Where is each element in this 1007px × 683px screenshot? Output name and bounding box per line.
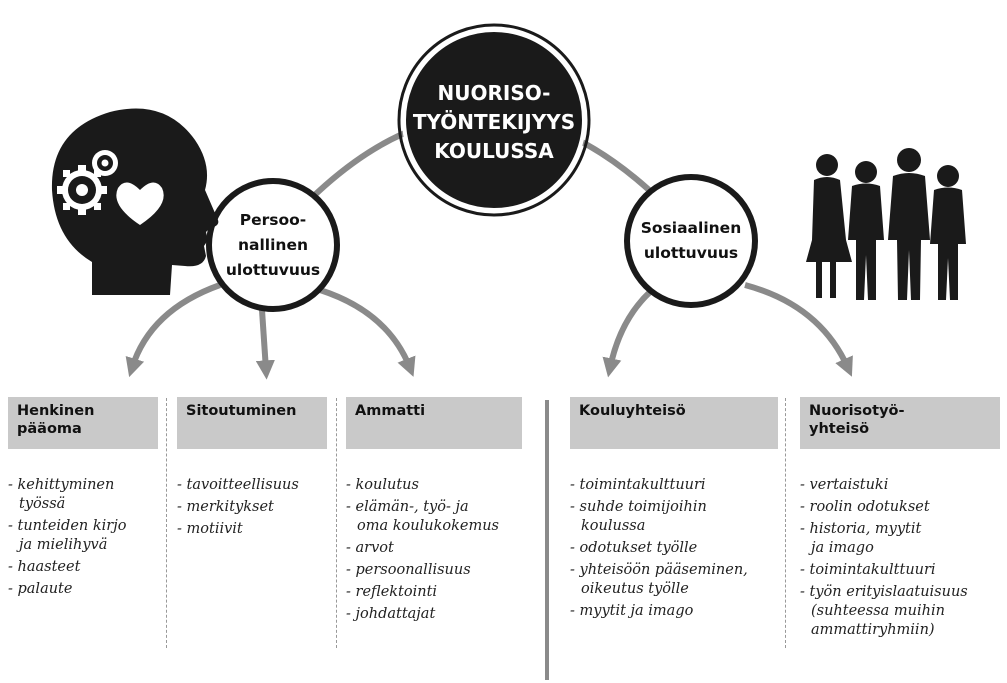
list-item: - myytit ja imago [570, 603, 694, 619]
column-header: Henkinen pääoma [8, 397, 158, 449]
group-of-people-silhouette-icon [806, 148, 966, 300]
list-item: - toimintakulttuuri [570, 477, 706, 493]
personal-dimension-label: Persoo- nallinen ulottuvuus [225, 210, 321, 279]
right-dimension-circle [624, 174, 758, 308]
list-item: - haasteet [8, 559, 81, 575]
list-item: - johdattajat [346, 606, 436, 622]
list-item: - työn erityislaatuisuus (suhteessa muih… [800, 584, 968, 638]
main-title: NUORISO- TYÖNTEKIJYYS KOULUSSA [408, 42, 580, 202]
list-item: - motiivit [177, 521, 243, 537]
list-item: - tunteiden kirjo ja mielihyvä [8, 518, 127, 553]
column-henkinen-paaoma: Henkinen pääoma - kehittyminen työssä - … [8, 397, 158, 602]
list-item: - odotukset työlle [570, 540, 698, 556]
column-header: Kouluyhteisö [570, 397, 778, 449]
list-item: - kehittyminen työssä [8, 477, 115, 512]
main-title-line1: NUORISO- [437, 80, 551, 105]
list-item: - persoonallisuus [346, 562, 471, 578]
social-dimension-label: Sosiaalinen ulottuvuus [640, 219, 742, 262]
left-dimension-circle [206, 178, 340, 312]
divider-3 [785, 398, 786, 648]
list-item: - suhde toimijoihin koulussa [570, 499, 707, 534]
main-title-line3: KOULUSSA [434, 138, 554, 163]
divider-1 [166, 398, 167, 648]
head-with-gears-and-heart-icon [51, 108, 219, 295]
arrow-to-sitoutuminen [255, 309, 275, 380]
list-item: - toimintakulttuuri [800, 562, 936, 578]
arrow-to-kouluyhteiso [602, 289, 653, 378]
arrow-to-nuorisotyoyhteiso [744, 282, 853, 377]
list-item: - elämän-, työ- ja oma koulukokemus [346, 499, 499, 534]
list-item: - merkitykset [177, 499, 274, 515]
column-sitoutuminen: Sitoutuminen - tavoitteellisuus - merkit… [177, 397, 327, 542]
main-circle [402, 28, 586, 212]
column-kouluyhteiso: Kouluyhteisö - toimintakulttuuri - suhde… [570, 397, 778, 624]
list-item: - palaute [8, 581, 73, 597]
list-item: - arvot [346, 540, 394, 556]
column-nuorisotyoyhteiso: Nuorisotyö- yhteisö - vertaistuki - rool… [800, 397, 1000, 643]
list-item: - yhteisöön pääseminen, oikeutus työlle [570, 562, 748, 597]
arrow-to-henkinen [125, 282, 222, 378]
dimension-divider [545, 400, 549, 680]
list-item: - koulutus [346, 477, 419, 493]
column-ammatti: Ammatti - koulutus - elämän-, työ- ja om… [346, 397, 522, 627]
list-item: - historia, myytit ja imago [800, 521, 922, 556]
divider-2 [336, 398, 337, 648]
column-header: Ammatti [346, 397, 522, 449]
arrow-to-ammatti [319, 287, 416, 377]
main-title-line2: TYÖNTEKIJYYS [412, 109, 576, 134]
column-header: Sitoutuminen [177, 397, 327, 449]
list-item: - tavoitteellisuus [177, 477, 299, 493]
list-item: - roolin odotukset [800, 499, 930, 515]
column-header: Nuorisotyö- yhteisö [800, 397, 1000, 449]
list-item: - reflektointi [346, 584, 438, 600]
list-item: - vertaistuki [800, 477, 889, 493]
